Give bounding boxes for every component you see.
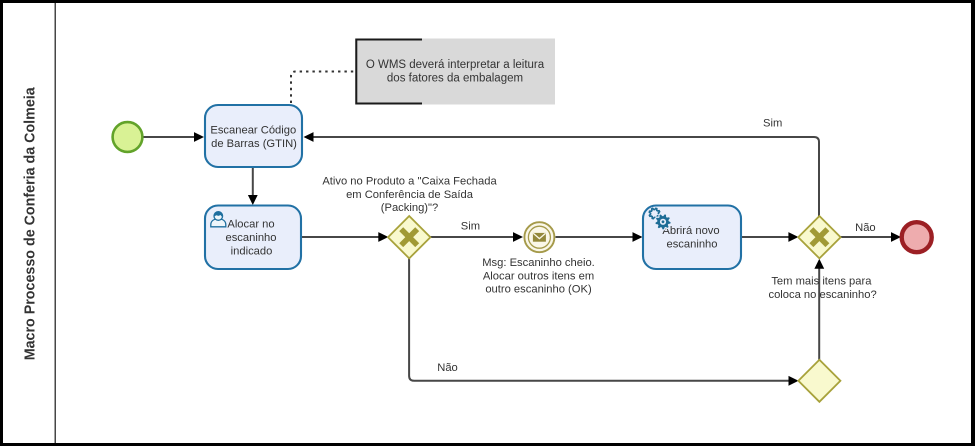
svg-text:dos fatores da embalagem: dos fatores da embalagem [387, 73, 523, 85]
svg-text:outro escaninho (OK): outro escaninho (OK) [485, 284, 592, 296]
svg-text:Alocar no: Alocar no [227, 219, 274, 231]
svg-text:Abrirá novo: Abrirá novo [662, 225, 719, 237]
svg-text:coloca no escaninho?: coloca no escaninho? [768, 289, 876, 301]
svg-text:de Barras (GTIN): de Barras (GTIN) [211, 138, 297, 150]
svg-text:O WMS deverá interpretar a lei: O WMS deverá interpretar a leitura [366, 59, 545, 71]
svg-text:Ativo no Produto a "Caixa Fech: Ativo no Produto a "Caixa Fechada [322, 175, 497, 187]
svg-text:Não: Não [437, 362, 458, 374]
svg-text:indicado: indicado [231, 245, 273, 257]
svg-text:Escanear Código: Escanear Código [210, 124, 296, 136]
svg-text:Macro Processo de Conferia da: Macro Processo de Conferia da Colmeia [22, 86, 38, 360]
svg-text:Msg: Escaninho cheio.: Msg: Escaninho cheio. [482, 257, 595, 269]
svg-text:escaninho: escaninho [225, 232, 276, 244]
svg-text:Tem mais itens para: Tem mais itens para [771, 276, 872, 288]
svg-text:Sim: Sim [461, 221, 480, 233]
svg-text:escaninho: escaninho [666, 238, 717, 250]
svg-text:Sim: Sim [763, 117, 782, 129]
svg-text:em Conferência de Saída: em Conferência de Saída [346, 189, 474, 201]
svg-text:(Packing)"?: (Packing)"? [381, 202, 438, 214]
svg-text:Alocar outros itens em: Alocar outros itens em [483, 270, 594, 282]
svg-text:Não: Não [855, 222, 876, 234]
